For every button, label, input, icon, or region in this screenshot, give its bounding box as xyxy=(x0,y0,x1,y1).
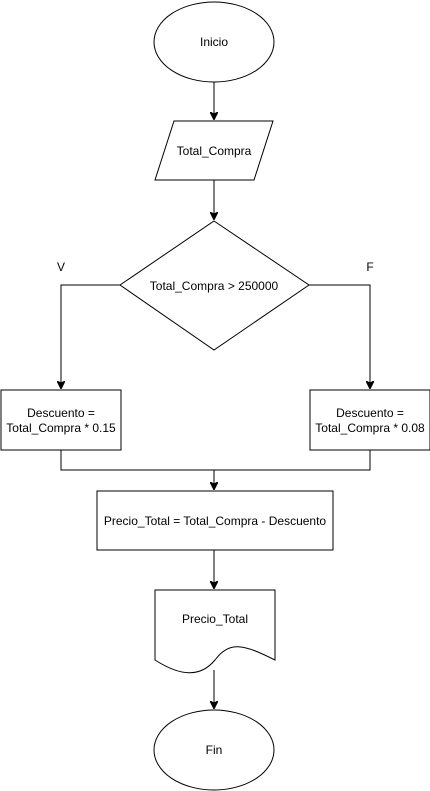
output-node: Precio_Total xyxy=(154,589,276,674)
start-node: Inicio xyxy=(153,1,275,83)
process-true-line1: Descuento = xyxy=(27,406,95,420)
edge-true-to-merge xyxy=(60,450,214,471)
edge-decision-to-false xyxy=(309,284,370,388)
output-label: Precio_Total xyxy=(182,612,248,626)
edge-decision-to-true xyxy=(61,284,120,388)
process-total-node: Precio_Total = Total_Compra - Descuento xyxy=(96,490,334,551)
process-false-node: Descuento = Total_Compra * 0.08 xyxy=(309,389,430,451)
process-true-node: Descuento = Total_Compra * 0.15 xyxy=(0,389,122,451)
input-label: Total_Compra xyxy=(177,144,252,158)
branch-true-label: V xyxy=(57,260,65,274)
process-false-line1: Descuento = xyxy=(336,406,404,420)
process-true-line2: Total_Compra * 0.15 xyxy=(6,421,116,435)
end-label: Fin xyxy=(206,743,223,757)
start-label: Inicio xyxy=(200,35,228,49)
edge-false-to-merge xyxy=(214,450,371,471)
process-total-label: Precio_Total = Total_Compra - Descuento xyxy=(104,514,327,528)
end-node: Fin xyxy=(153,709,275,791)
decision-node: Total_Compra > 250000 xyxy=(119,220,310,351)
branch-false-label: F xyxy=(366,260,373,274)
process-false-line2: Total_Compra * 0.08 xyxy=(315,421,425,435)
input-node: Total_Compra xyxy=(154,120,274,181)
decision-label: Total_Compra > 250000 xyxy=(150,279,279,293)
